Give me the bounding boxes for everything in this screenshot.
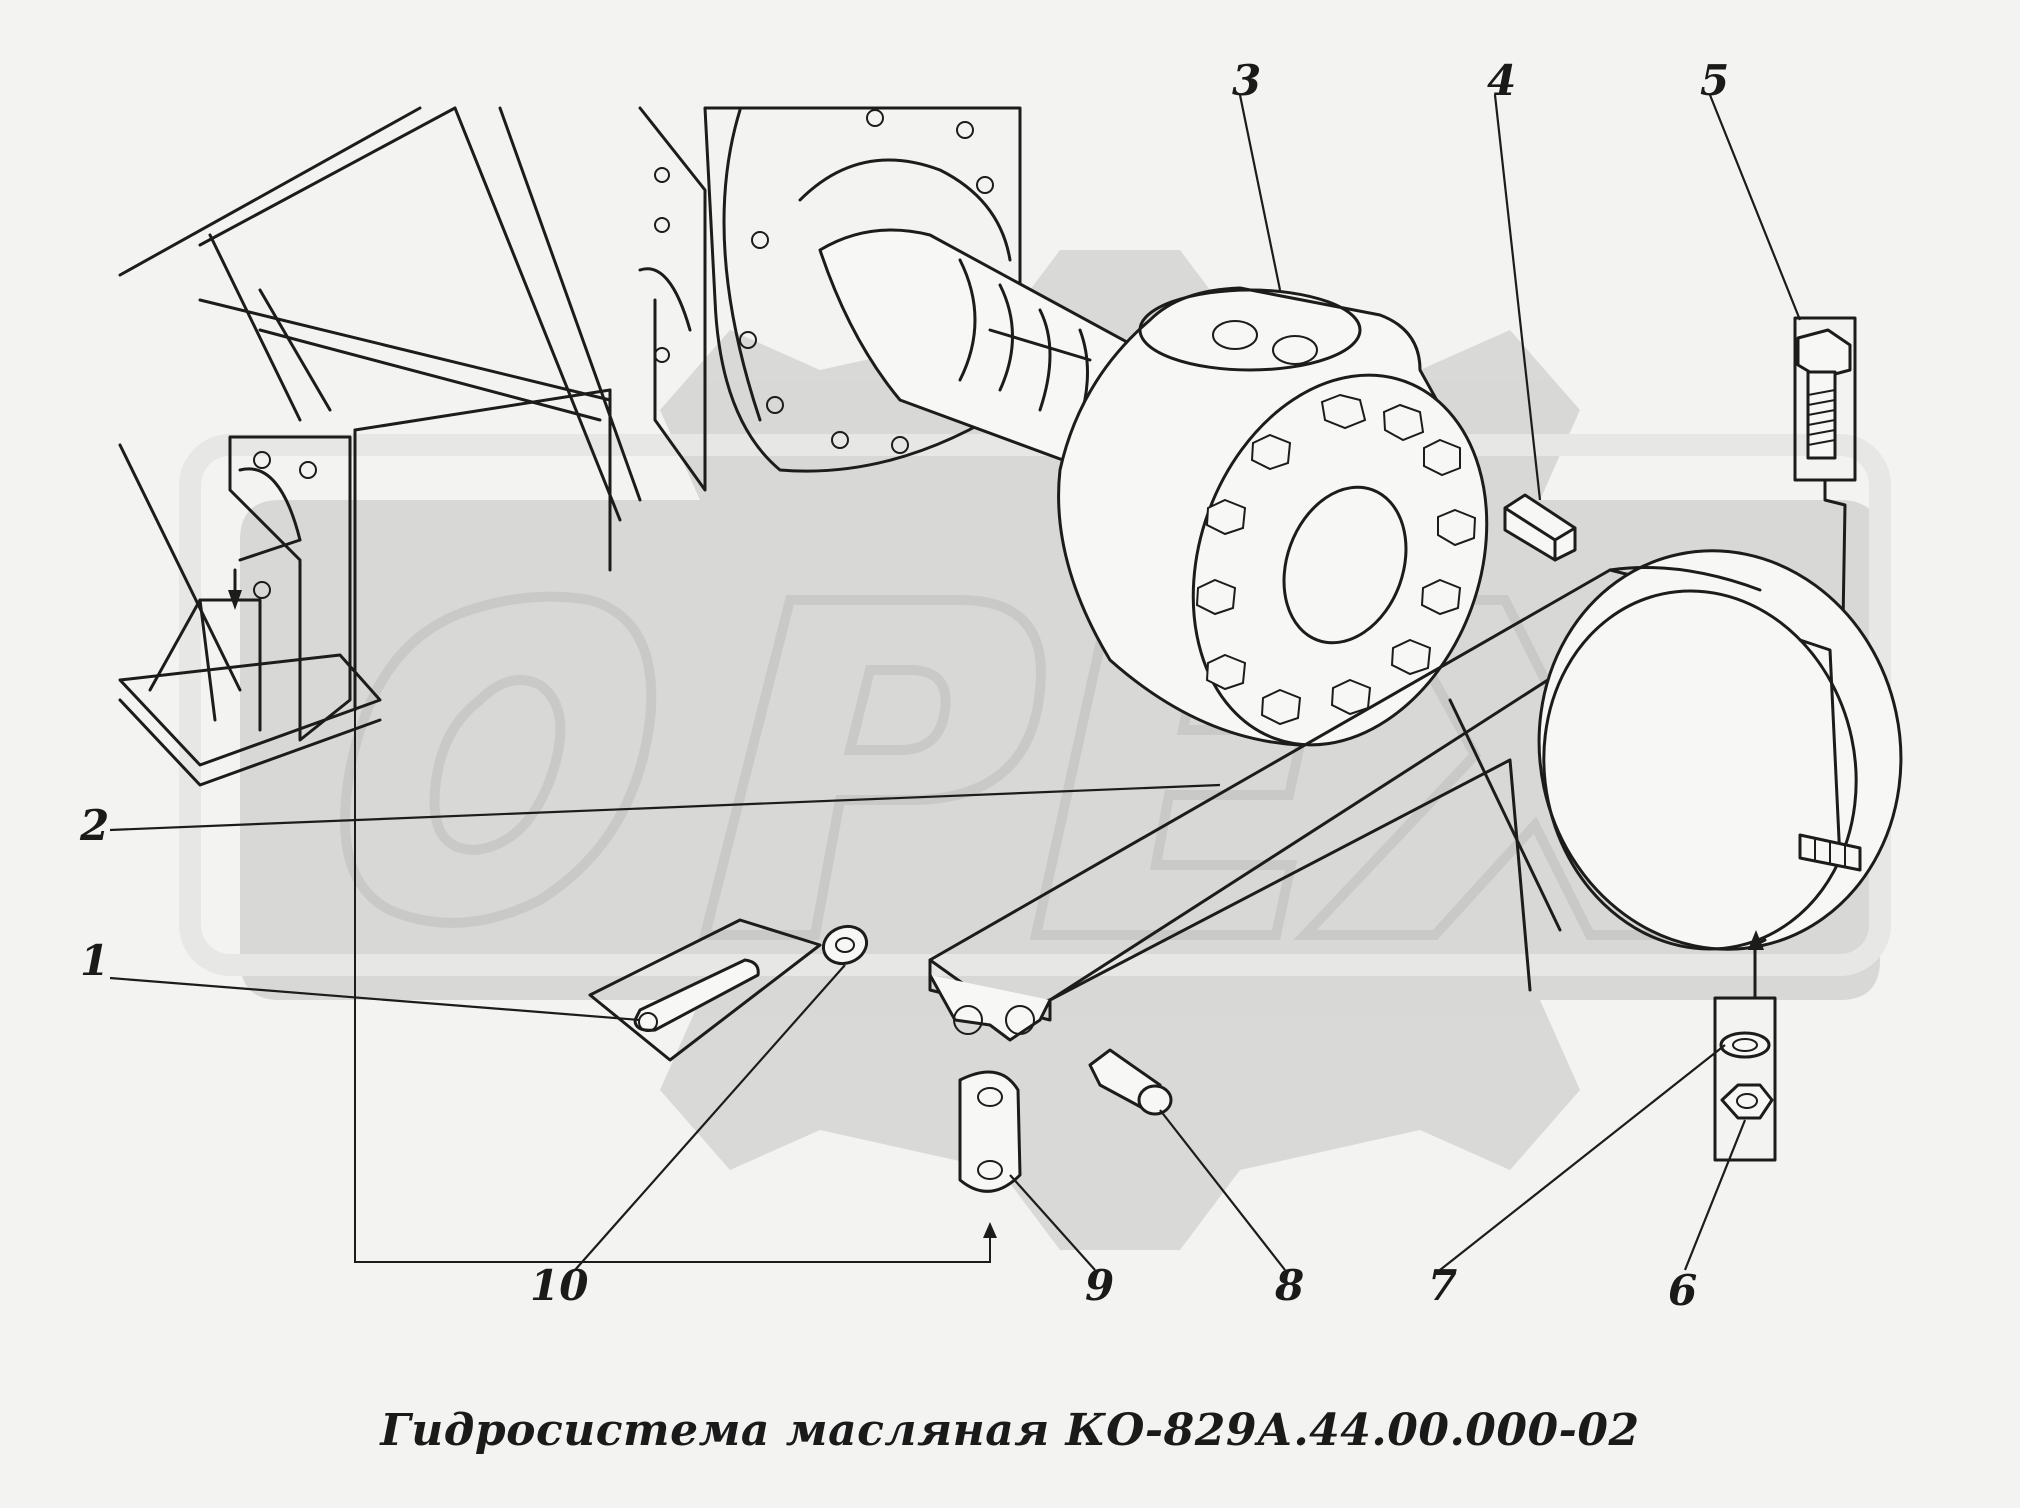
chassis-frame	[118, 106, 707, 787]
bolt-callout-box	[1793, 316, 1857, 810]
cone-housing	[928, 549, 1903, 1042]
pin-part	[1088, 1048, 1173, 1116]
label-5: 5	[1700, 56, 1729, 105]
label-1: 1	[80, 936, 109, 985]
label-10: 10	[530, 1261, 588, 1310]
label-2: 2	[79, 801, 109, 850]
key-part	[1503, 493, 1577, 562]
assembly-path-line	[354, 710, 991, 1263]
label-4: 4	[1487, 56, 1516, 105]
label-8: 8	[1274, 1261, 1304, 1310]
label-3: 3	[1232, 56, 1261, 105]
part-labels: 1 2 3 4 5 6 7 8 9 10	[79, 56, 1729, 1315]
drive-shaft	[818, 228, 1162, 472]
nut-washer-callout-box	[1713, 930, 1777, 1162]
leader-lines	[109, 94, 1802, 1271]
diagram-caption: Гидросистема масляная КО-829А.44.00.000-…	[380, 1405, 1640, 1456]
motor-bolt-heads	[1195, 393, 1477, 726]
label-6: 6	[1668, 1266, 1697, 1315]
label-9: 9	[1085, 1261, 1114, 1310]
washer-part	[821, 924, 869, 966]
hydraulic-motor	[1057, 286, 1489, 747]
link-plate	[958, 1070, 1022, 1193]
assembly-arrow	[983, 1222, 997, 1238]
label-7: 7	[1428, 1261, 1457, 1310]
cotter-pin-plate	[588, 918, 822, 1062]
